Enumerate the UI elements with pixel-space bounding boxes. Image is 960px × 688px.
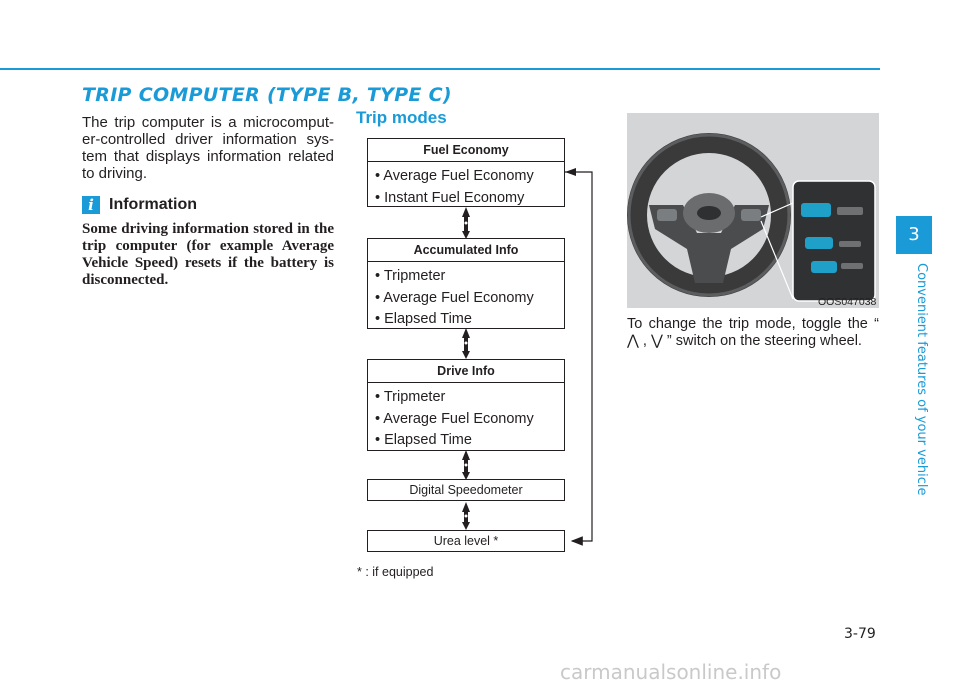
- accumulated-info-title: Accumulated Info: [368, 239, 564, 262]
- page-number: 3-79: [844, 626, 876, 642]
- drive-info-title: Drive Info: [368, 360, 564, 383]
- steering-wheel-icon: [627, 133, 876, 302]
- info-icon: i: [82, 196, 100, 214]
- urea-level-box: Urea level *: [367, 530, 565, 552]
- figure-code: OOS047038: [818, 296, 877, 308]
- chapter-tab: 3: [896, 216, 932, 254]
- list-item: • Elapsed Time: [375, 432, 472, 448]
- digital-speedometer-box: Digital Speedometer: [367, 479, 565, 501]
- list-item: • Tripmeter: [375, 268, 446, 284]
- list-item: • Instant Fuel Economy: [375, 189, 525, 206]
- footnote: * : if equipped: [357, 565, 434, 579]
- change-trip-mode-text: To change the trip mode, toggle the “ ⋀ …: [627, 316, 879, 349]
- drive-info-box: Drive Info • Tripmeter • Average Fuel Ec…: [367, 359, 565, 451]
- chapter-title: Convenient features of your vehicle: [914, 263, 929, 496]
- information-body: Some driving information stored in the t…: [82, 221, 334, 288]
- section-title: TRIP COMPUTER (TYPE B, TYPE C): [82, 84, 452, 106]
- accumulated-info-box: Accumulated Info • Tripmeter • Average F…: [367, 238, 565, 329]
- watermark: carmanualsonline.info: [560, 660, 782, 684]
- list-item: • Tripmeter: [375, 389, 446, 405]
- steering-wheel-photo: [627, 113, 879, 308]
- trip-modes-heading: Trip modes: [356, 108, 447, 127]
- list-item: • Elapsed Time: [375, 311, 472, 327]
- fuel-economy-title: Fuel Economy: [368, 139, 564, 162]
- intro-paragraph: The trip computer is a microcomput-er-co…: [82, 114, 334, 182]
- fuel-economy-box: Fuel Economy • Average Fuel Economy • In…: [367, 138, 565, 207]
- list-item: • Average Fuel Economy: [375, 289, 534, 306]
- list-item: • Average Fuel Economy: [375, 410, 534, 427]
- list-item: • Average Fuel Economy: [375, 168, 534, 184]
- header-rule: [0, 68, 880, 70]
- information-heading: Information: [109, 196, 197, 213]
